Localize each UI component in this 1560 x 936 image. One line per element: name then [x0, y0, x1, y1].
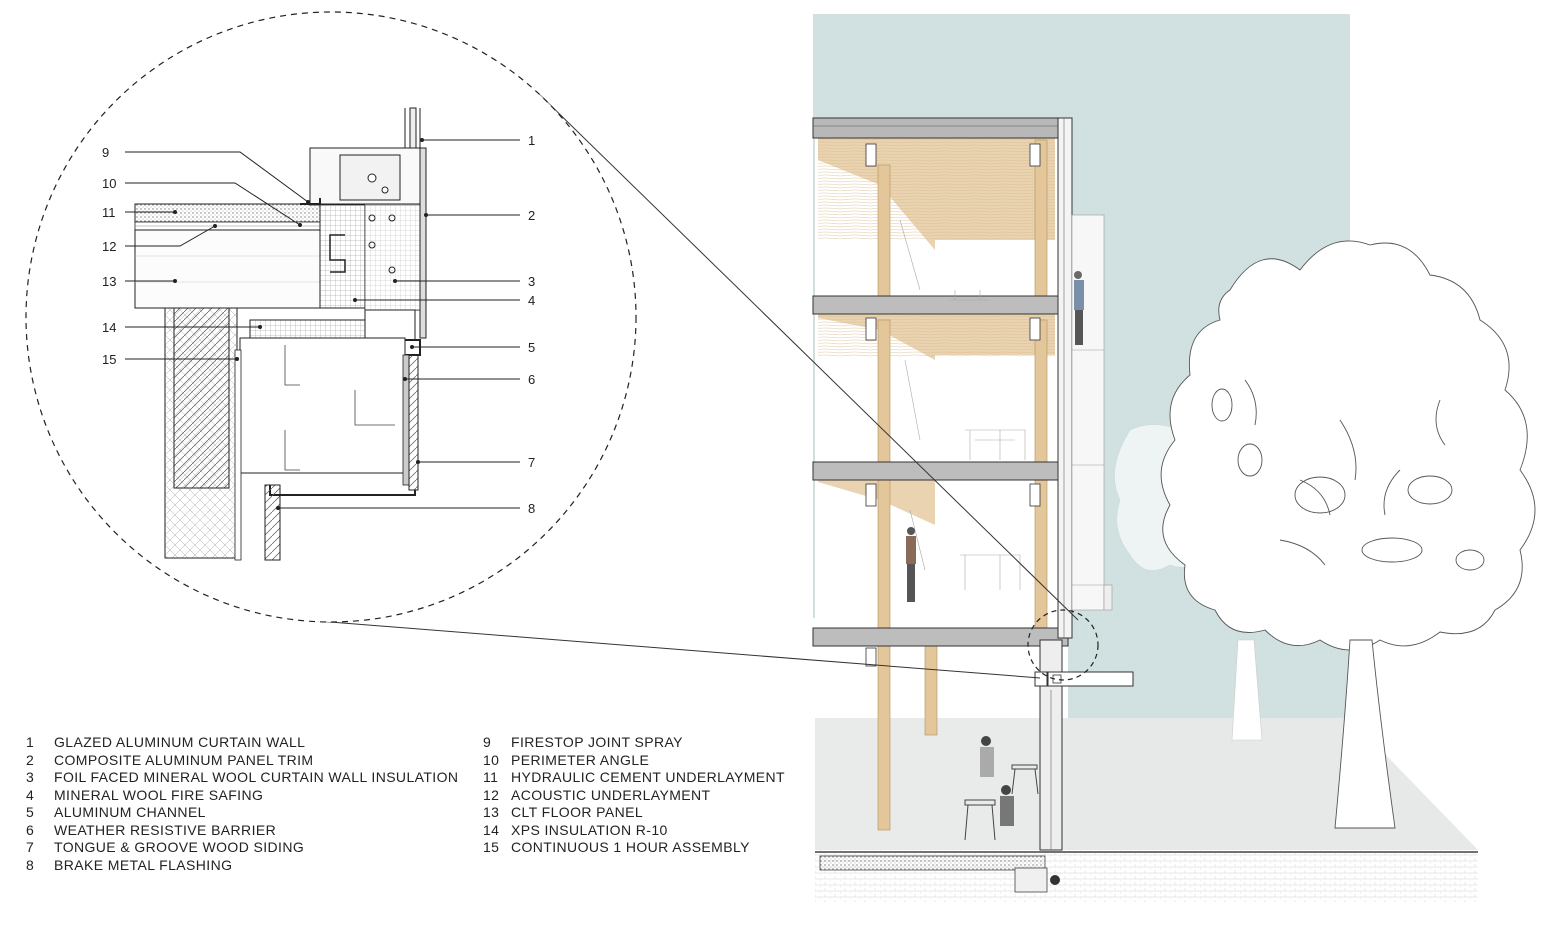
legend-label: ACOUSTIC UNDERLAYMENT — [511, 786, 711, 803]
legend-label: FIRESTOP JOINT SPRAY — [511, 734, 683, 750]
legend-label: TONGUE & GROOVE WOOD SIDING — [54, 839, 305, 855]
legend-item: 15 CONTINUOUS 1 HOUR ASSEMBLY — [483, 839, 785, 857]
legend-item: 13 CLT FLOOR PANEL — [483, 804, 785, 822]
callout-4: 4 — [528, 293, 535, 308]
callout-14: 14 — [102, 320, 116, 335]
callout-8: 8 — [528, 501, 535, 516]
legend-number: 8 — [26, 856, 35, 873]
callout-15: 15 — [102, 352, 116, 367]
foreground-tree — [1160, 240, 1536, 829]
legend-label: GLAZED ALUMINUM CURTAIN WALL — [54, 734, 306, 750]
legend-number: 6 — [26, 821, 35, 838]
legend-label: CONTINUOUS 1 HOUR ASSEMBLY — [511, 839, 750, 855]
enlarged-wall-detail: 1 2 3 4 5 6 7 8 9 10 11 12 13 14 15 — [25, 11, 637, 623]
glulam-columns — [877, 139, 1048, 831]
legend-item: 9 FIRESTOP JOINT SPRAY — [483, 734, 785, 752]
people-figures — [906, 271, 1084, 841]
legend-item: 5 ALUMINUM CHANNEL — [26, 804, 458, 822]
legend-label: CLT FLOOR PANEL — [511, 804, 644, 820]
legend-item: 11 HYDRAULIC CEMENT UNDERLAYMENT — [483, 769, 785, 787]
legend-number: 2 — [26, 751, 35, 768]
detail-leader-lines — [304, 94, 1079, 679]
callout-9: 9 — [102, 145, 109, 160]
legend-label: COMPOSITE ALUMINUM PANEL TRIM — [54, 751, 314, 768]
interior-furniture — [899, 219, 1026, 590]
detail-enlargement-boundary — [25, 11, 637, 623]
legend-item: 2 COMPOSITE ALUMINUM PANEL TRIM — [26, 752, 458, 770]
legend-item: 12 ACOUSTIC UNDERLAYMENT — [483, 787, 785, 805]
callout-2: 2 — [528, 208, 535, 223]
callout-3: 3 — [528, 274, 535, 289]
legend-number: 13 — [483, 804, 500, 820]
legend-label: PERIMETER ANGLE — [511, 751, 650, 768]
legend-label: HYDRAULIC CEMENT UNDERLAYMENT — [511, 769, 786, 785]
legend-number: 1 — [26, 734, 35, 750]
callout-leaders — [125, 139, 520, 509]
callout-dots — [173, 138, 428, 510]
legend-number: 7 — [26, 839, 35, 855]
legend-item: 1 GLAZED ALUMINUM CURTAIN WALL — [26, 734, 458, 752]
building-section — [812, 14, 1536, 902]
legend-number: 14 — [483, 821, 500, 838]
legend-item: 8 BRAKE METAL FLASHING — [26, 857, 458, 875]
legend-number: 3 — [26, 769, 35, 785]
callout-5: 5 — [528, 340, 535, 355]
callout-13: 13 — [102, 274, 116, 289]
legend-item: 6 WEATHER RESISTIVE BARRIER — [26, 822, 458, 840]
legend-label: WEATHER RESISTIVE BARRIER — [54, 821, 277, 838]
legend-label: FOIL FACED MINERAL WOOL CURTAIN WALL INS… — [54, 769, 459, 785]
legend-number: 5 — [26, 804, 35, 820]
legend-item: 10 PERIMETER ANGLE — [483, 752, 785, 770]
callout-numbers: 1 2 3 4 5 6 7 8 9 10 11 12 13 14 15 — [102, 133, 535, 516]
legend-item: 7 TONGUE & GROOVE WOOD SIDING — [26, 839, 458, 857]
legend-number: 12 — [483, 786, 500, 803]
legend-number: 10 — [483, 751, 500, 768]
floor-slabs — [812, 117, 1069, 667]
legend-item: 4 MINERAL WOOL FIRE SAFING — [26, 787, 458, 805]
callout-12: 12 — [102, 239, 116, 254]
detail-callout-marker — [1027, 609, 1099, 681]
callout-6: 6 — [528, 372, 535, 387]
legend-number: 4 — [26, 786, 35, 803]
callout-1: 1 — [528, 133, 535, 148]
legend-label: ALUMINUM CHANNEL — [54, 804, 206, 820]
legend-number: 15 — [483, 839, 500, 855]
clt-ceilings — [818, 138, 1055, 525]
callout-11: 11 — [102, 205, 116, 220]
legend-label: XPS INSULATION R-10 — [511, 821, 668, 838]
legend-number: 11 — [483, 769, 499, 785]
legend-left: 1 GLAZED ALUMINUM CURTAIN WALL 2 COMPOSITE… — [26, 734, 458, 874]
legend-label: MINERAL WOOL FIRE SAFING — [54, 786, 264, 803]
legend-label: BRAKE METAL FLASHING — [54, 856, 233, 873]
callout-10: 10 — [102, 176, 116, 191]
legend-number: 9 — [483, 734, 492, 750]
curtain-wall-facade — [1034, 117, 1134, 851]
callout-7: 7 — [528, 455, 535, 470]
legend-item: 3 FOIL FACED MINERAL WOOL CURTAIN WALL IN… — [26, 769, 458, 787]
legend-item: 14 XPS INSULATION R-10 — [483, 822, 785, 840]
